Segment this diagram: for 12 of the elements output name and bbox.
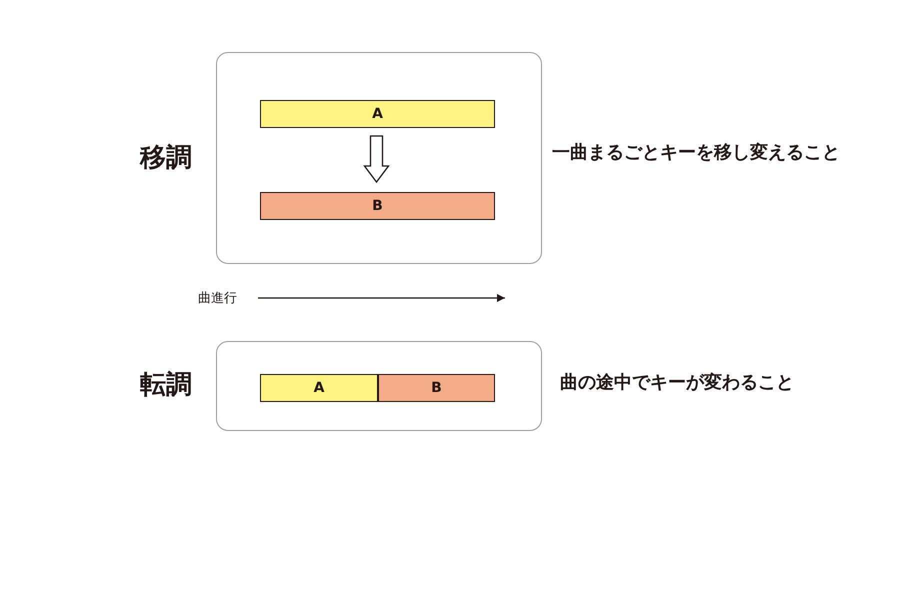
description-text: 曲の途中でキーが変わること [560,371,794,394]
arrow [363,135,390,184]
rounded-panel [216,52,542,264]
key-bar: B [378,374,495,402]
progress-label: 曲進行 [198,290,237,307]
key-bar: A [260,374,378,402]
key-bar: B [260,192,495,220]
description-text: 一曲まるごとキーを移し変えること [552,141,840,164]
rounded-panel [216,341,542,431]
heading-label: 転調 [140,369,192,402]
key-bar: A [260,100,495,128]
heading-label: 移調 [140,142,192,175]
